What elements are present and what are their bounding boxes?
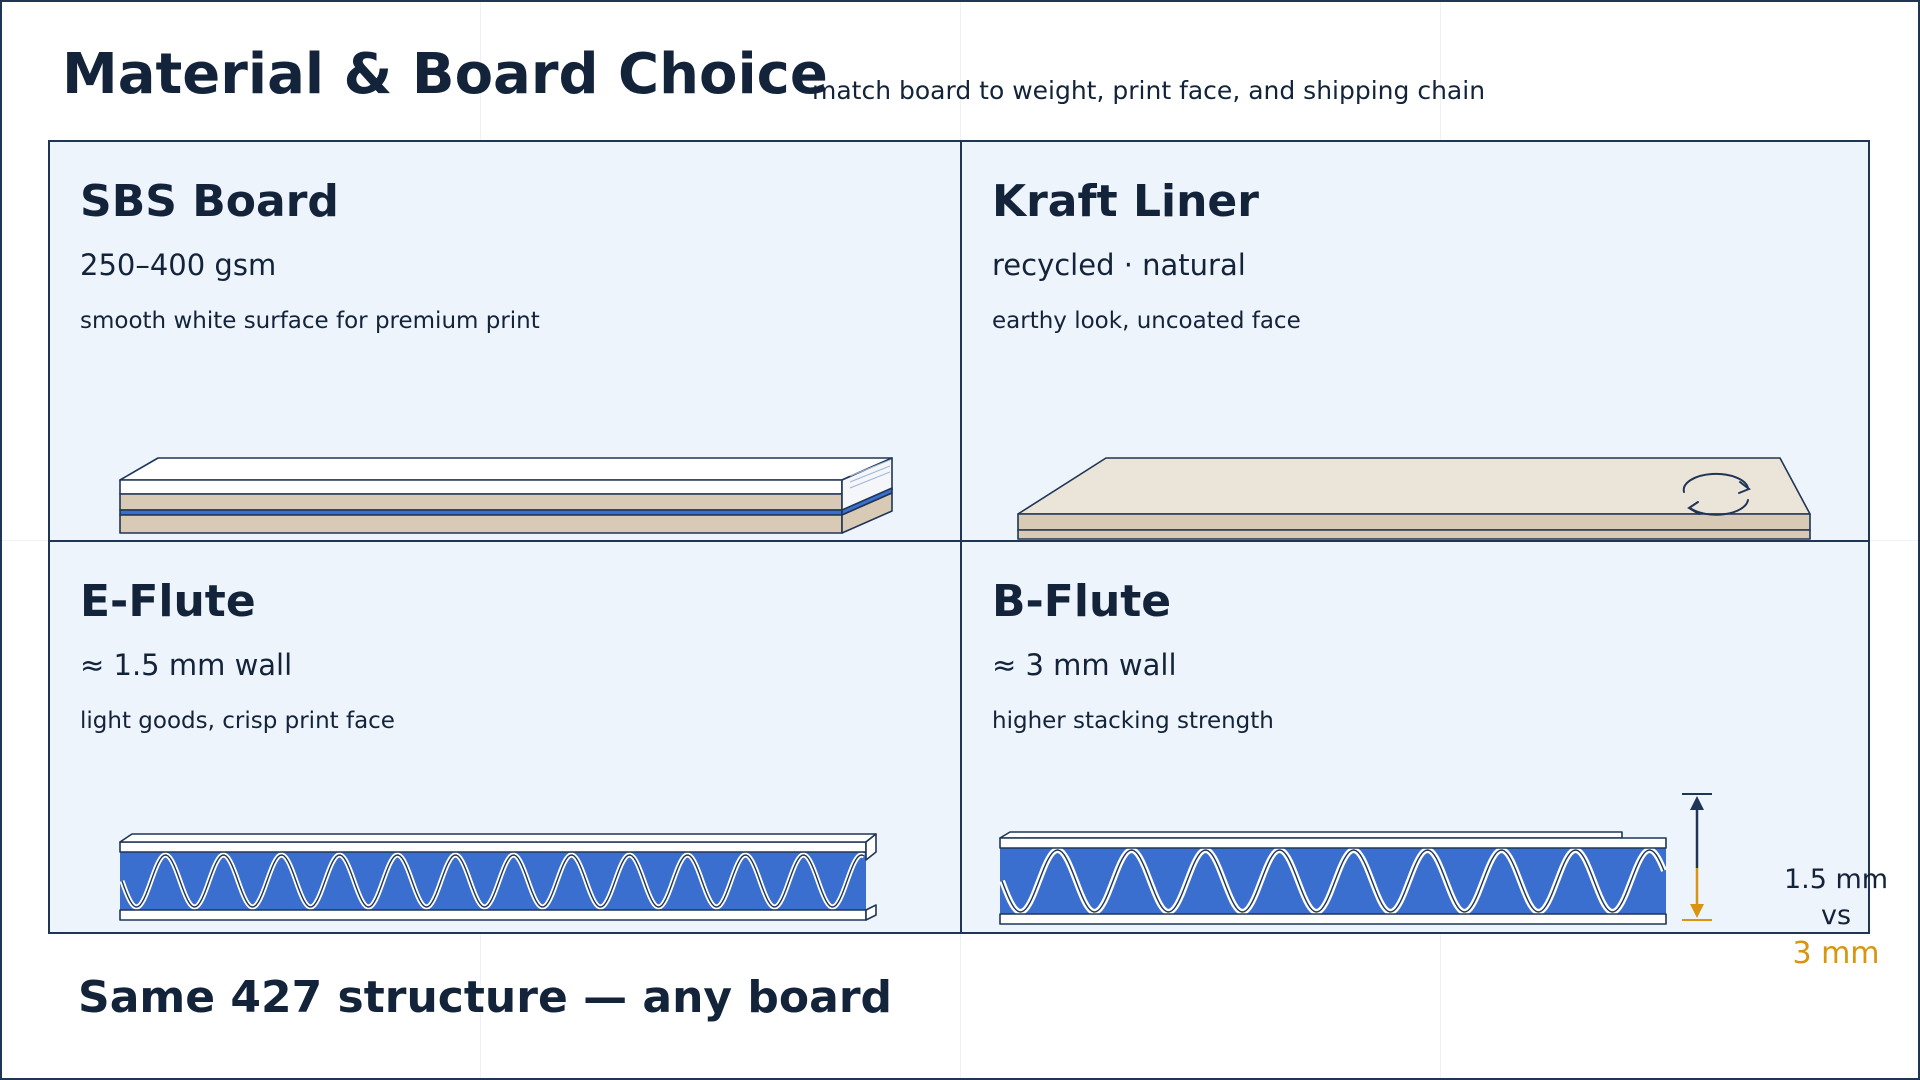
recycle-icon <box>1682 472 1751 516</box>
panel-description: smooth white surface for premium print <box>80 308 540 334</box>
footer-statement: Same 427 structure — any board <box>78 972 893 1023</box>
panel-divider-horizontal <box>50 540 1868 542</box>
b-flute-illustration <box>999 793 1712 925</box>
panel-spec: ≈ 3 mm wall <box>992 648 1177 682</box>
panel-spec: 250–400 gsm <box>80 248 277 282</box>
comparison-small-label: 1.5 mm <box>1783 864 1889 895</box>
kraft-liner-illustration <box>1017 457 1811 540</box>
comparison-large-label: 3 mm <box>1792 936 1880 971</box>
panel-sbs-board: SBS Board 250–400 gsm smooth white surfa… <box>50 142 960 540</box>
comparison-vs-label: vs <box>1820 900 1852 931</box>
panel-spec: ≈ 1.5 mm wall <box>80 648 293 682</box>
thickness-comparison-arrow <box>1682 793 1712 921</box>
panel-title: Kraft Liner <box>992 176 1259 227</box>
panel-title: B-Flute <box>992 576 1172 627</box>
panel-divider-vertical <box>960 142 962 932</box>
panel-description: higher stacking strength <box>992 708 1274 734</box>
page-title: Material & Board Choice <box>62 42 828 107</box>
e-flute-illustration <box>119 833 877 921</box>
panel-b-flute: B-Flute ≈ 3 mm wall higher stacking stre… <box>962 542 1888 971</box>
panel-description: earthy look, uncoated face <box>992 308 1301 334</box>
board-comparison-grid: SBS Board 250–400 gsm smooth white surfa… <box>48 140 1888 971</box>
panel-title: SBS Board <box>80 176 339 227</box>
panel-e-flute: E-Flute ≈ 1.5 mm wall light goods, crisp… <box>50 542 960 940</box>
page-subtitle: match board to weight, print face, and s… <box>812 76 1486 105</box>
panel-kraft-liner: Kraft Liner recycled · natural earthy lo… <box>962 142 1872 540</box>
panel-title: E-Flute <box>80 576 256 627</box>
panel-spec: recycled · natural <box>992 248 1246 282</box>
sbs-board-illustration <box>119 457 893 534</box>
panel-description: light goods, crisp print face <box>80 708 395 734</box>
